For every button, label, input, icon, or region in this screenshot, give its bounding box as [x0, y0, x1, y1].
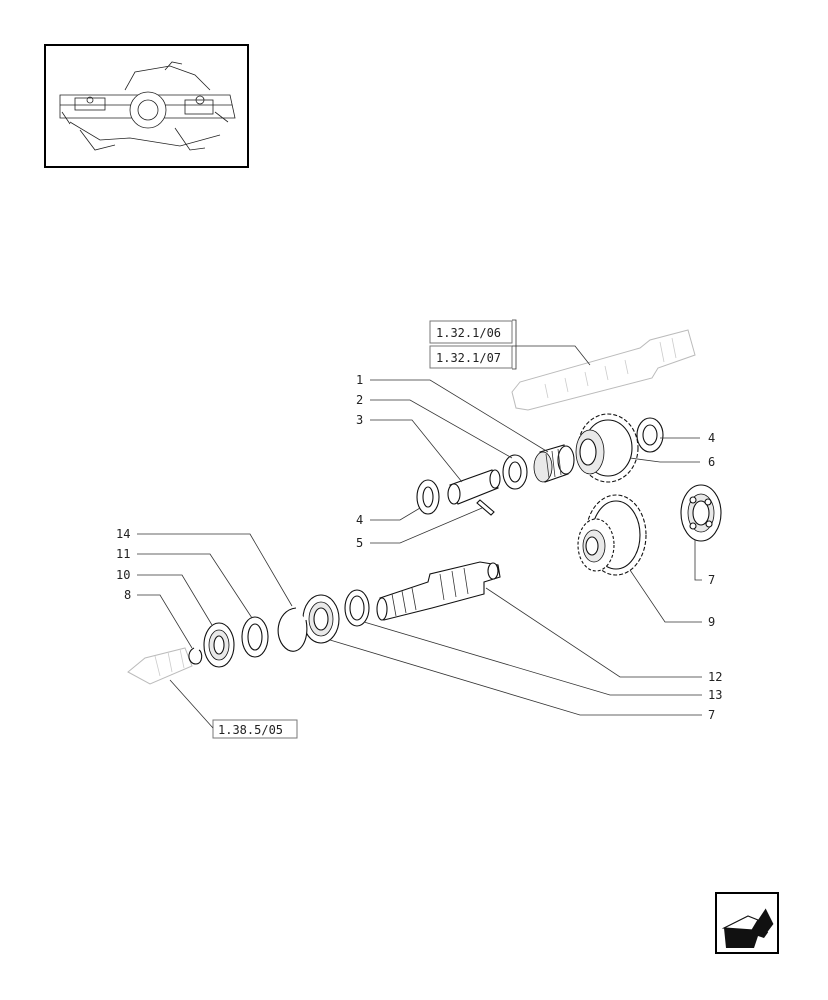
ref-box-1[interactable]: 1.32.1/06 — [429, 320, 513, 344]
ref-bracket — [512, 319, 517, 370]
callout-2: 2 — [356, 393, 363, 407]
part-14-snap-ring[interactable] — [277, 607, 308, 652]
exit-arrow-icon[interactable] — [715, 892, 779, 954]
part-4-washer[interactable] — [416, 479, 440, 515]
ref-label-2: 1.32.1/07 — [436, 351, 501, 365]
ref-label-1: 1.32.1/06 — [436, 326, 501, 340]
part-4-washer-right[interactable] — [636, 417, 664, 453]
callout-6: 6 — [708, 455, 715, 469]
part-11-washer[interactable] — [241, 616, 269, 658]
callout-4-left: 4 — [356, 513, 363, 527]
callout-14: 14 — [116, 527, 130, 541]
callout-12: 12 — [708, 670, 722, 684]
callout-10: 10 — [116, 568, 130, 582]
part-12-shaft[interactable] — [376, 561, 501, 621]
part-9-double-gear[interactable] — [577, 494, 647, 576]
leader-lines — [137, 379, 702, 716]
part-10-seal[interactable] — [203, 622, 235, 668]
part-6-gear[interactable] — [575, 413, 639, 483]
part-7-ball-bearing[interactable] — [680, 484, 722, 542]
ref-box-2[interactable]: 1.32.1/07 — [429, 345, 513, 369]
callout-5: 5 — [356, 536, 363, 550]
callout-11: 11 — [116, 547, 130, 561]
part-8-circlip[interactable] — [188, 647, 203, 665]
callout-1: 1 — [356, 373, 363, 387]
assembly-thumbnail[interactable] — [44, 44, 249, 168]
callout-13: 13 — [708, 688, 722, 702]
part-5-roll-pin[interactable] — [476, 499, 495, 516]
part-2-washer[interactable] — [502, 454, 528, 490]
ref-box-3[interactable]: 1.38.5/05 — [212, 719, 298, 739]
ref-label-3: 1.38.5/05 — [218, 723, 283, 737]
part-3-pin[interactable] — [447, 469, 501, 505]
callout-labels: 1 2 3 4 5 4 6 7 9 14 11 10 8 12 13 7 — [116, 373, 722, 722]
callout-3: 3 — [356, 413, 363, 427]
callout-7-lower: 7 — [708, 708, 715, 722]
callout-7-upper: 7 — [708, 573, 715, 587]
part-1-needle-bearing[interactable] — [533, 444, 575, 483]
callout-4-right: 4 — [708, 431, 715, 445]
callout-8: 8 — [124, 588, 131, 602]
upper-ghost-shaft — [511, 329, 696, 411]
part-7-bearing-lower[interactable] — [302, 594, 340, 644]
part-13-ring[interactable] — [344, 589, 370, 627]
callout-9: 9 — [708, 615, 715, 629]
